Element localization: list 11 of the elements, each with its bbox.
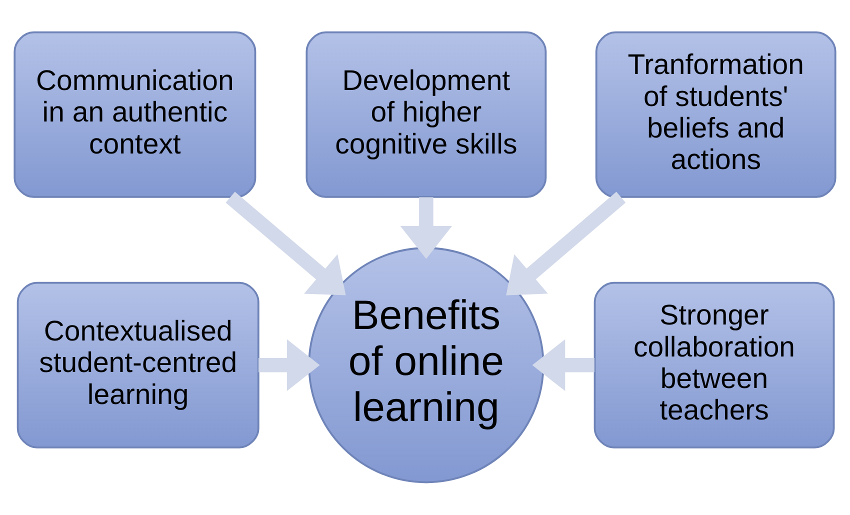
node-box: Contextualised student-centred learning	[16, 282, 260, 448]
node-box: Stronger collaboration between teachers	[594, 282, 835, 448]
node-box: Communication in an authentic context	[14, 31, 256, 198]
arrow	[532, 339, 594, 392]
node-box: Development of higher cognitive skills	[306, 31, 547, 198]
arrow	[400, 197, 452, 259]
node-box: Tranformation of students' beliefs and actions	[595, 31, 836, 198]
arrow	[258, 339, 320, 392]
node-circle: Benefits of online learning	[308, 247, 544, 484]
arrow	[506, 192, 626, 296]
arrow	[226, 192, 346, 296]
